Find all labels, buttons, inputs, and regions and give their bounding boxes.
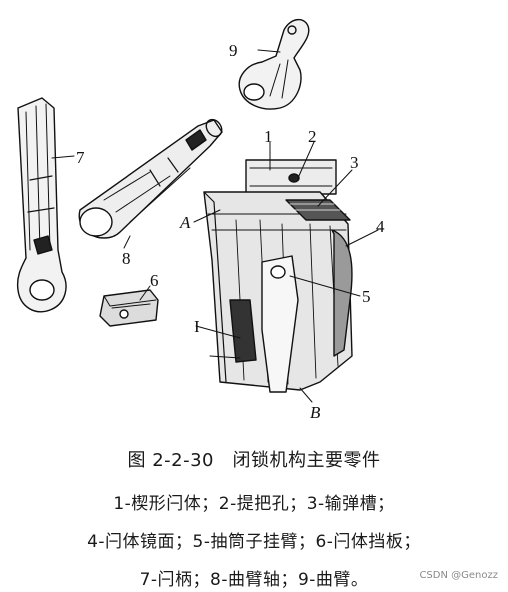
callout-I: I <box>194 317 200 336</box>
callout-8: 8 <box>122 249 131 268</box>
callout-3: 3 <box>350 153 359 172</box>
callout-5: 5 <box>362 287 371 306</box>
part-9-crank-arm <box>238 19 310 110</box>
part-7-bolt-handle <box>16 97 67 313</box>
part-1-wedge-breechblock <box>203 191 353 393</box>
part-8-crank-shaft <box>78 118 223 239</box>
part-2-lifting-hole-block <box>245 159 337 195</box>
callout-4: 4 <box>376 217 385 236</box>
leader-lines <box>51 49 379 403</box>
callout-2: 2 <box>308 127 317 146</box>
figure-caption-title: 图 2-2-30 闭锁机构主要零件 <box>127 450 381 471</box>
callout-1: 1 <box>264 127 273 146</box>
legend-line-2: 4-闩体镜面；5-抽筒子挂臂；6-闩体挡板； <box>87 532 421 552</box>
callout-7: 7 <box>76 148 85 167</box>
watermark: CSDN @Genozz <box>419 570 498 581</box>
legend-line-3: 7-闩柄；8-曲臂轴；9-曲臂。 <box>139 570 369 590</box>
callout-B: B <box>310 403 321 422</box>
legend-line-1: 1-楔形闩体；2-提把孔；3-输弹槽； <box>113 494 395 514</box>
callout-A: A <box>179 213 191 232</box>
callout-9: 9 <box>229 41 238 60</box>
callout-6: 6 <box>150 271 159 290</box>
part-6-bolt-plate <box>99 289 159 327</box>
mechanism-illustration: 9 7 1 2 3 A 4 8 6 5 I B <box>16 19 385 422</box>
